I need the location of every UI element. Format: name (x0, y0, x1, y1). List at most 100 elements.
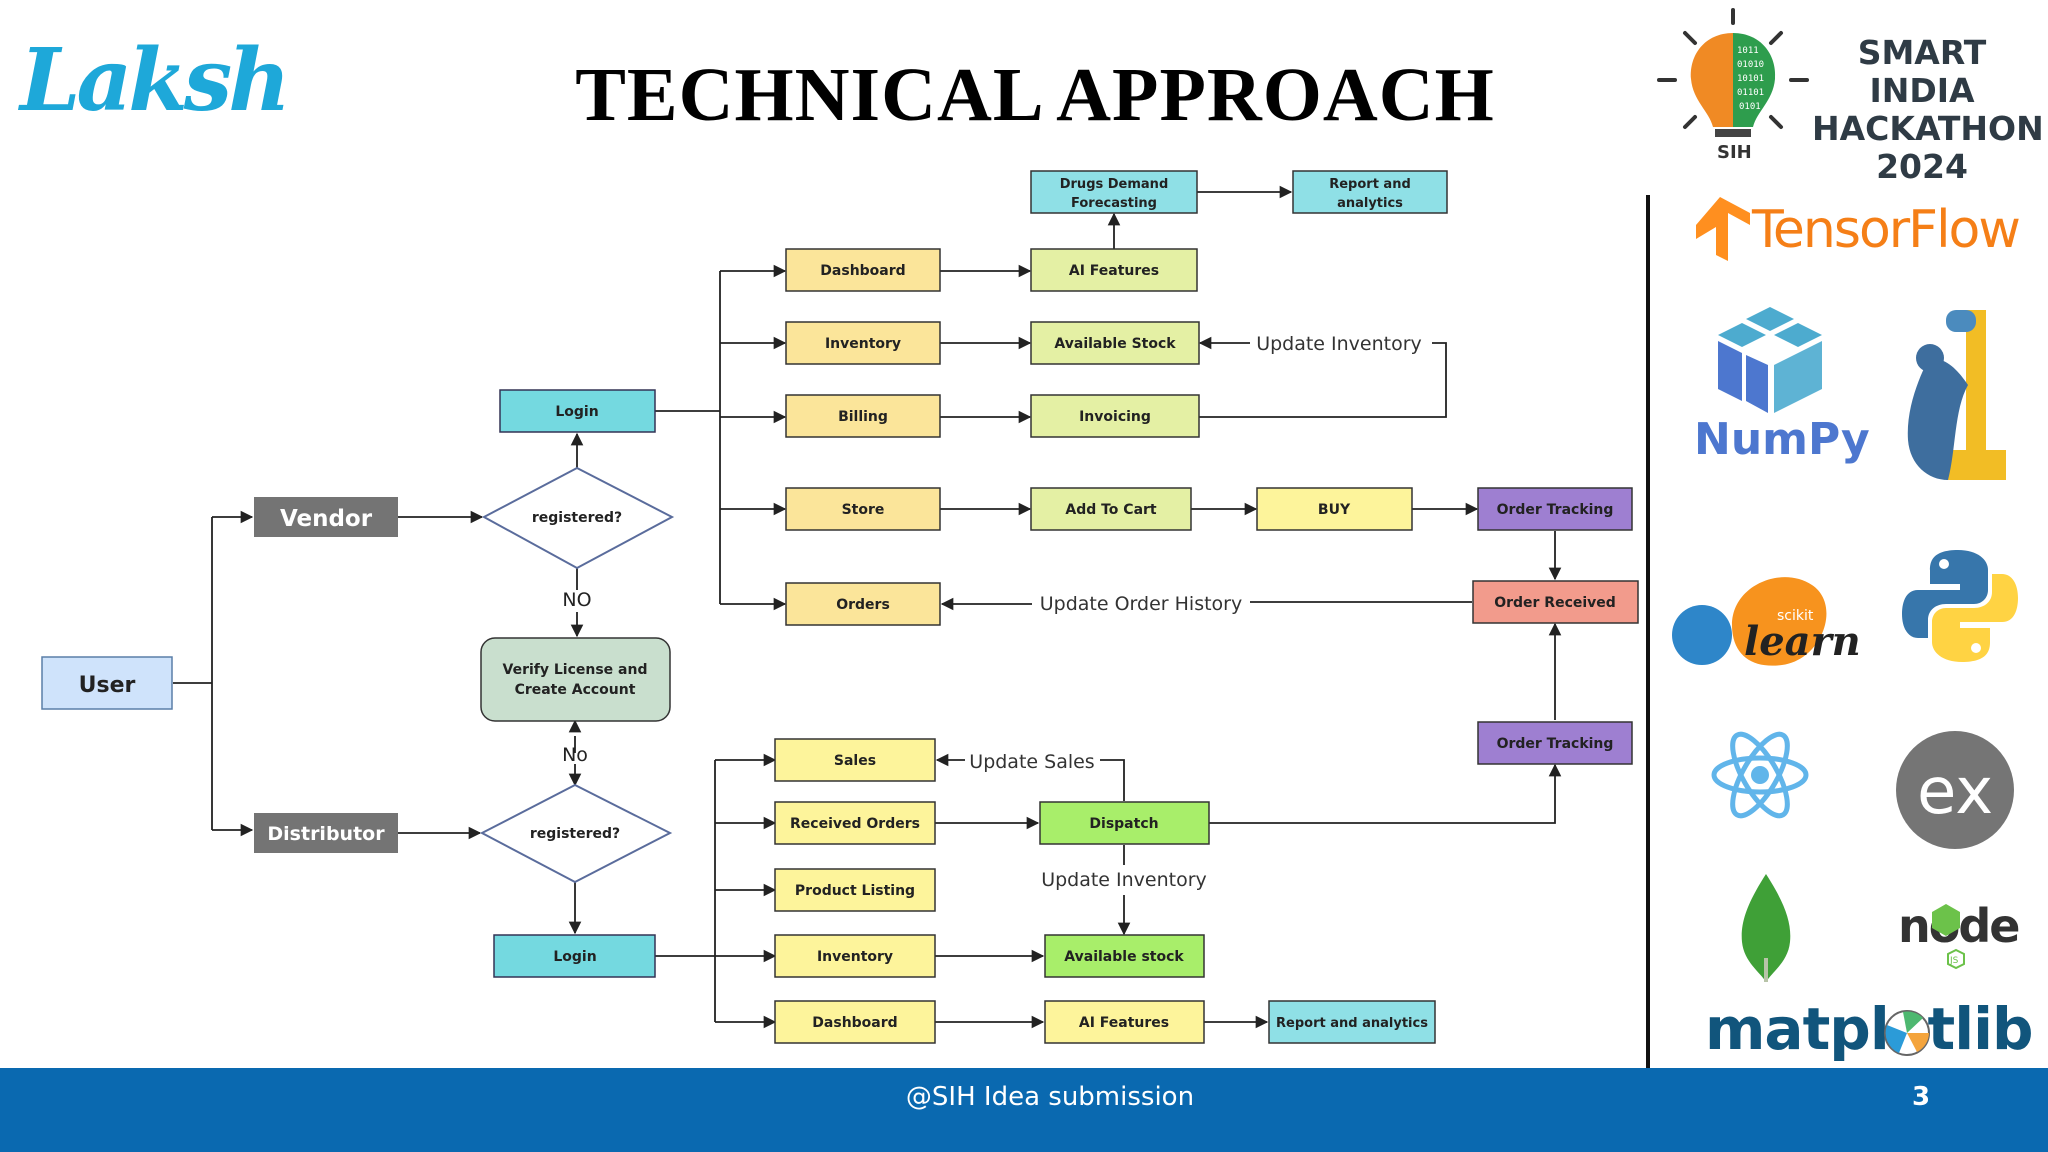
distributor-order-tracking-label: Order Tracking (1497, 736, 1614, 752)
add-cart-node: Add To Cart (1030, 487, 1192, 531)
svg-text:0101: 0101 (1739, 102, 1761, 112)
update-order-history-label: Update Order History (1040, 593, 1242, 615)
vendor-store-label: Store (842, 502, 885, 518)
distributor-login-label: Login (553, 949, 596, 965)
vendor-order-tracking-node: Order Tracking (1477, 487, 1633, 531)
sales-label: Sales (834, 753, 876, 769)
distributor-registered-decision: registered? (479, 783, 673, 884)
python-icon (1902, 550, 2018, 662)
dispatch-node: Dispatch (1039, 801, 1210, 845)
update-inventory-distributor-label: Update Inventory (1041, 869, 1207, 891)
sih-line-2: HACKATHON (1812, 109, 2044, 148)
vendor-billing-label: Billing (838, 409, 888, 425)
add-cart-label: Add To Cart (1065, 502, 1157, 518)
vendor-node: Vendor (254, 497, 398, 537)
vendor-billing-node: Billing (785, 394, 941, 438)
laksh-logo: Laksh (20, 30, 291, 131)
distributor-node: Distributor (254, 813, 398, 853)
user-label: User (79, 673, 136, 698)
distributor-stock-node: Available stock (1044, 934, 1205, 978)
buy-label: BUY (1318, 502, 1351, 518)
distributor-ai-label: AI Features (1079, 1015, 1169, 1031)
tensorflow-icon (1696, 197, 1750, 261)
svg-text:01101: 01101 (1737, 88, 1764, 98)
vendor-ai-node: AI Features (1030, 248, 1198, 292)
product-listing-node: Product Listing (774, 868, 936, 912)
vendor-report-line-2: analytics (1337, 196, 1403, 211)
svg-text:10101: 10101 (1737, 74, 1764, 84)
sklearn-label: learn (1744, 618, 1861, 665)
received-orders-label: Received Orders (790, 816, 920, 832)
distributor-dashboard-label: Dashboard (812, 1015, 897, 1031)
sklearn-small-label: scikit (1777, 608, 1814, 624)
update-sales-label: Update Sales (969, 751, 1094, 773)
nodejs-icon: node JS (1898, 899, 2020, 970)
mongodb-icon (1741, 874, 1791, 982)
invoicing-label: Invoicing (1079, 409, 1151, 425)
invoicing-node: Invoicing (1030, 394, 1200, 438)
numpy-label: NumPy (1694, 414, 1870, 465)
tensorflow-label: TensorFlow (1752, 200, 2021, 260)
vendor-login-label: Login (555, 404, 598, 420)
vendor-report-line-1: Report and (1329, 177, 1411, 192)
drugs-line-2: Forecasting (1071, 196, 1157, 211)
vendor-report-node: Report and analytics (1292, 170, 1448, 214)
vendor-orders-node: Orders (785, 582, 941, 626)
drugs-line-1: Drugs Demand (1060, 177, 1169, 192)
verify-node: Verify License and Create Account (480, 637, 671, 722)
vendor-stock-label: Available Stock (1054, 336, 1176, 352)
distributor-registered-label: registered? (530, 826, 620, 842)
vendor-ai-label: AI Features (1069, 263, 1159, 279)
distributor-report-label: Report and analytics (1276, 1016, 1428, 1031)
vendor-label: Vendor (280, 506, 373, 532)
drugs-forecast-node: Drugs Demand Forecasting (1030, 170, 1198, 214)
pandas-icon (1907, 310, 2006, 480)
vendor-registered-decision: registered? (481, 466, 675, 570)
page-number: 3 (1912, 1082, 1931, 1112)
sih-bulb-label: SIH (1717, 142, 1752, 163)
sih-logo-text: SMART INDIA HACKATHON 2024 (1812, 34, 2044, 186)
order-received-label: Order Received (1494, 595, 1616, 611)
user-node: User (41, 656, 173, 710)
distributor-ai-node: AI Features (1044, 1000, 1205, 1044)
distributor-order-tracking-node: Order Tracking (1477, 721, 1633, 765)
express-label: ex (1917, 755, 1993, 829)
vertical-divider (1646, 195, 1650, 1068)
vendor-stock-node: Available Stock (1030, 321, 1200, 365)
slide-title: TECHNICAL APPROACH (575, 53, 1495, 137)
vendor-inventory-node: Inventory (785, 321, 941, 365)
react-icon (1711, 731, 1809, 819)
sih-bulb-icon: 1011 01010 10101 01101 0101 SIH (1657, 8, 1809, 163)
connectors (173, 185, 1562, 1029)
vendor-registered-label: registered? (532, 510, 622, 526)
sales-node: Sales (774, 738, 936, 782)
verify-line-1: Verify License and (503, 662, 648, 678)
distributor-stock-label: Available stock (1064, 949, 1184, 965)
vendor-no-label: NO (562, 589, 591, 611)
matplotlib-icon: matplotlib (1705, 995, 2034, 1063)
footer-bar (0, 1068, 2048, 1152)
svg-text:1011: 1011 (1737, 46, 1759, 56)
distributor-dashboard-node: Dashboard (774, 1000, 936, 1044)
product-listing-label: Product Listing (795, 883, 915, 899)
update-inventory-vendor-label: Update Inventory (1256, 333, 1422, 355)
matplotlib-label: matplotlib (1705, 995, 2033, 1063)
svg-text:01010: 01010 (1737, 60, 1764, 70)
distributor-no-label: No (562, 744, 588, 766)
sklearn-icon: scikit learn (1672, 577, 1861, 666)
vendor-dashboard-label: Dashboard (820, 263, 905, 279)
dispatch-label: Dispatch (1089, 816, 1158, 832)
vendor-order-tracking-label: Order Tracking (1497, 502, 1614, 518)
vendor-orders-label: Orders (836, 597, 890, 613)
distributor-label: Distributor (267, 823, 385, 845)
vendor-inventory-label: Inventory (825, 336, 901, 352)
numpy-icon (1718, 307, 1822, 413)
distributor-login-node: Login (493, 934, 656, 978)
express-icon: ex (1896, 731, 2014, 849)
distributor-inventory-label: Inventory (817, 949, 893, 965)
footer-text: @SIH Idea submission (905, 1082, 1195, 1112)
buy-node: BUY (1256, 487, 1413, 531)
vendor-login-node: Login (499, 389, 656, 433)
